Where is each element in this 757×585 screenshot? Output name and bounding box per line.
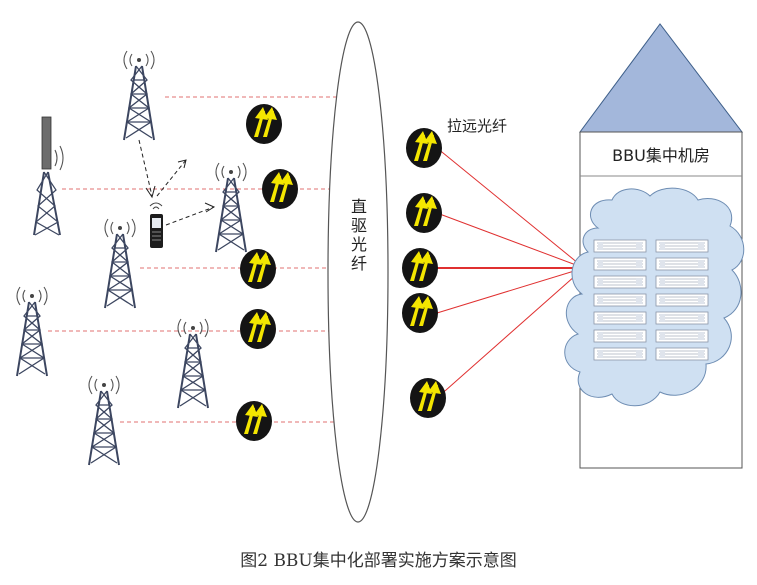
- tower-icon: [88, 375, 120, 466]
- signal-icon: [406, 193, 442, 233]
- mobile-phone-icon: [149, 202, 163, 248]
- tower-icon: [123, 50, 155, 141]
- signal-icon: [402, 293, 438, 333]
- wireless-link-lines: [138, 139, 216, 226]
- tower-icon: [215, 162, 247, 253]
- signal-icon: [402, 248, 438, 288]
- bbu-roof: [579, 23, 744, 133]
- signal-icon: [240, 309, 276, 349]
- tower-icon: [104, 218, 136, 309]
- tower-icon: [177, 318, 209, 409]
- antenna-tower-icon: [33, 116, 64, 236]
- fiber-remote-label: 拉远光纤: [447, 117, 507, 135]
- signal-icon: [406, 128, 442, 168]
- fiber-center-label: 直驱光纤: [351, 197, 367, 273]
- signal-icon: [240, 249, 276, 289]
- signal-icon: [236, 401, 272, 441]
- tower-icon: [16, 286, 48, 377]
- signal-icon: [410, 378, 446, 418]
- direct-fiber-ellipse: [327, 21, 389, 523]
- remote-fiber-lines: [436, 147, 585, 399]
- signal-icon: [262, 169, 298, 209]
- bbu-room-label: BBU集中机房: [612, 146, 710, 165]
- signal-icon: [246, 104, 282, 144]
- figure-caption: 图2 BBU集中化部署实施方案示意图: [240, 551, 517, 571]
- dashed-feeder-lines: [48, 96, 340, 423]
